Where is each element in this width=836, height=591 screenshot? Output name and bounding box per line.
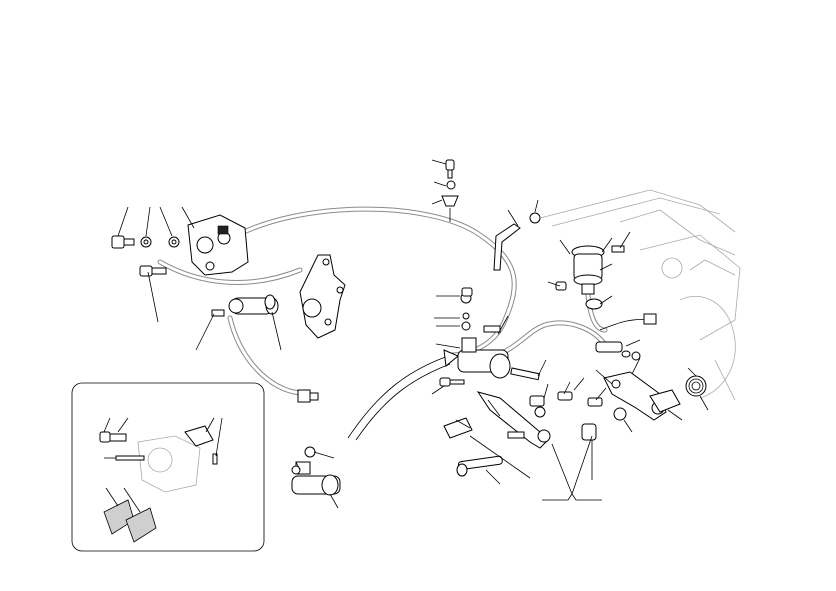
brake-hose-routing	[157, 206, 608, 396]
rear-brake-caliper	[187, 214, 249, 276]
pedal-return-spring	[685, 367, 709, 411]
brake-fluid-reservoir	[547, 231, 631, 310]
caliper-spindle	[211, 294, 279, 317]
brake-pedal-lever	[443, 391, 551, 485]
frame-outline	[539, 189, 741, 401]
caliper-bolt-set	[111, 235, 180, 277]
master-cylinder-detail	[291, 446, 341, 509]
inset-panel	[71, 382, 265, 552]
brake-light-switch	[595, 313, 657, 361]
detail-pointer-arrow	[347, 349, 459, 441]
pedal-pivot-plate	[581, 357, 683, 441]
rear-master-cylinder	[431, 287, 511, 395]
caliper-bracket-plate	[299, 254, 346, 339]
push-rod-assembly	[510, 359, 585, 418]
hose-bracket-fixings	[431, 159, 459, 222]
pedal-group-brace	[542, 435, 602, 501]
leader-lines-left	[117, 206, 282, 351]
sensor-connector	[297, 389, 319, 403]
hose-guide-clip	[493, 199, 541, 271]
